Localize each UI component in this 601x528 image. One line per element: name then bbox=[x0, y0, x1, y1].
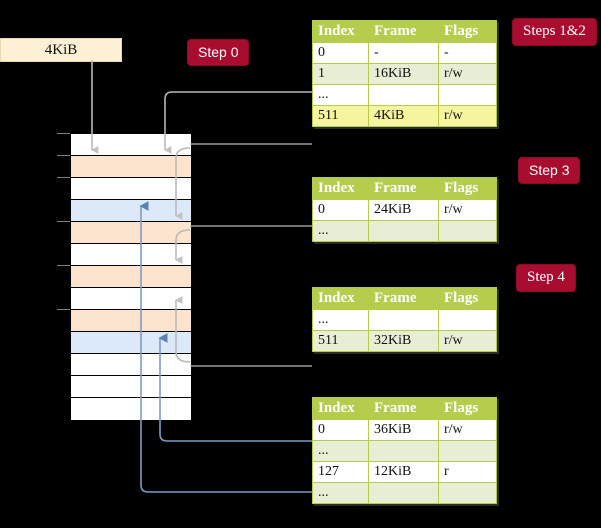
table-l1-header-c-frm: Frame bbox=[368, 397, 439, 420]
table-l2-header-c-frm: Frame bbox=[368, 287, 439, 310]
memory-row-4 bbox=[71, 222, 191, 244]
table-l1-cell-c-frm bbox=[368, 482, 439, 504]
memory-row-10 bbox=[71, 354, 191, 376]
badge-step-3: Step 3 bbox=[519, 158, 580, 183]
table-l1-cell-c-flg bbox=[438, 482, 497, 504]
table-l1-cell-c-idx: ... bbox=[312, 440, 369, 462]
table-l1-cell-c-flg bbox=[438, 440, 497, 462]
memory-column bbox=[70, 133, 191, 420]
table-l2-header-c-flg: Flags bbox=[438, 287, 497, 310]
table-l4-cell-c-frm bbox=[368, 84, 439, 106]
table-l4-cell-c-idx: 511 bbox=[312, 105, 369, 127]
memory-tick-1 bbox=[57, 155, 70, 156]
table-l1-cell-c-frm bbox=[368, 440, 439, 462]
table-l2-cell-c-flg: r/w bbox=[438, 330, 497, 352]
table-l3-cell-c-flg bbox=[438, 220, 497, 242]
table-l4-row[interactable]: ... bbox=[312, 84, 497, 106]
table-l4-cell-c-idx: 1 bbox=[312, 63, 369, 85]
memory-row-0 bbox=[71, 134, 191, 156]
table-l4-header-c-frm: Frame bbox=[368, 20, 439, 43]
table-l1-cell-c-idx: 0 bbox=[312, 419, 369, 441]
memory-row-9 bbox=[71, 332, 191, 354]
table-l1-header-c-flg: Flags bbox=[438, 397, 497, 420]
memory-row-3 bbox=[71, 200, 191, 222]
memory-tick-0 bbox=[57, 133, 70, 134]
table-l4-cell-c-frm: 4KiB bbox=[368, 105, 439, 127]
table-l3-cell-c-frm: 24KiB bbox=[368, 199, 439, 221]
table-l4-cell-c-idx: 0 bbox=[312, 42, 369, 64]
table-l2-cell-c-idx: ... bbox=[312, 309, 369, 331]
memory-row-7 bbox=[71, 288, 191, 310]
table-l3-header-c-frm: Frame bbox=[368, 177, 439, 200]
table-l2-header-c-idx: Index bbox=[312, 287, 369, 310]
memory-tick-2 bbox=[57, 177, 70, 178]
table-l1-cell-c-idx: ... bbox=[312, 482, 369, 504]
memory-row-11 bbox=[71, 376, 191, 398]
memory-row-5 bbox=[71, 244, 191, 266]
table-l4-cell-c-flg: r/w bbox=[438, 63, 497, 85]
table-l4-header-c-idx: Index bbox=[312, 20, 369, 43]
table-l3-cell-c-flg: r/w bbox=[438, 199, 497, 221]
table-l1-cell-c-frm: 12KiB bbox=[368, 461, 439, 483]
memory-row-2 bbox=[71, 178, 191, 200]
memory-tick-4 bbox=[57, 221, 70, 222]
memory-tick-8 bbox=[57, 309, 70, 310]
table-l1-row[interactable]: ... bbox=[312, 482, 497, 504]
table-l1-cell-c-idx: 127 bbox=[312, 461, 369, 483]
table-l4-cell-c-flg: r/w bbox=[438, 105, 497, 127]
table-l1-cell-c-flg: r bbox=[438, 461, 497, 483]
source-frame-box: 4KiB bbox=[0, 38, 122, 62]
table-l2-cell-c-flg bbox=[438, 309, 497, 331]
memory-row-6 bbox=[71, 266, 191, 288]
badge-step-4: Step 4 bbox=[517, 265, 575, 291]
badge-step-0: Step 0 bbox=[188, 40, 249, 65]
table-l3-header-c-idx: Index bbox=[312, 177, 369, 200]
memory-row-1 bbox=[71, 156, 191, 178]
table-l2-cell-c-frm: 32KiB bbox=[368, 330, 439, 352]
table-l4-row[interactable]: 0-- bbox=[312, 42, 497, 64]
badge-steps-1-2: Steps 1&2 bbox=[513, 19, 596, 45]
table-l3-header-c-flg: Flags bbox=[438, 177, 497, 200]
table-l3-cell-c-idx: ... bbox=[312, 220, 369, 242]
table-l2-cell-c-frm bbox=[368, 309, 439, 331]
table-l1-row[interactable]: ... bbox=[312, 440, 497, 462]
table-l1-cell-c-frm: 36KiB bbox=[368, 419, 439, 441]
table-l1-cell-c-flg: r/w bbox=[438, 419, 497, 441]
table-l4-cell-c-frm: - bbox=[368, 42, 439, 64]
table-l4-cell-c-idx: ... bbox=[312, 84, 369, 106]
table-l3-cell-c-idx: 0 bbox=[312, 199, 369, 221]
table-l4-cell-c-flg bbox=[438, 84, 497, 106]
table-l3-row[interactable]: ... bbox=[312, 220, 497, 242]
memory-row-12 bbox=[71, 398, 191, 420]
table-l4-cell-c-flg: - bbox=[438, 42, 497, 64]
table-l1-header-c-idx: Index bbox=[312, 397, 369, 420]
memory-tick-6 bbox=[57, 265, 70, 266]
memory-row-8 bbox=[71, 310, 191, 332]
table-l2-cell-c-idx: 511 bbox=[312, 330, 369, 352]
table-l4-header-c-flg: Flags bbox=[438, 20, 497, 43]
table-l4-cell-c-frm: 16KiB bbox=[368, 63, 439, 85]
table-l2-row[interactable]: ... bbox=[312, 309, 497, 331]
table-l3-cell-c-frm bbox=[368, 220, 439, 242]
